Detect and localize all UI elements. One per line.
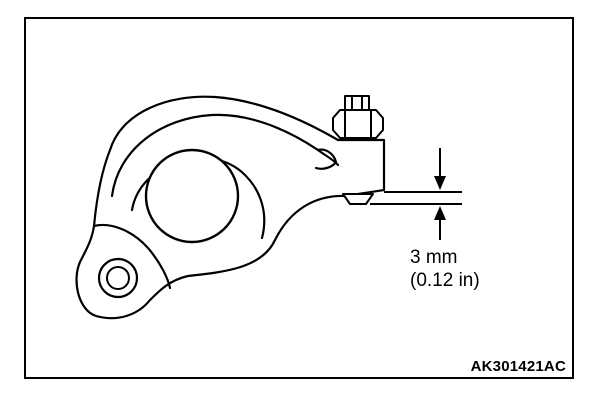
clearance-value-metric: 3 mm <box>410 247 458 268</box>
figure-frame <box>24 17 574 379</box>
adjuster-nut <box>332 109 384 139</box>
dimension-arrow-head-up <box>434 206 446 220</box>
rocker-arm-rib <box>110 113 340 198</box>
adjuster-screw-top <box>344 95 370 111</box>
clearance-value-imperial: (0.12 in) <box>410 270 480 291</box>
adjuster-neck <box>314 148 338 170</box>
rocker-arm-body <box>75 95 386 320</box>
pivot-inner-ring <box>106 266 130 290</box>
pivot-outer-ring <box>97 257 139 299</box>
dimension-arrow-head-down <box>434 176 446 190</box>
adjuster-screw-tip <box>342 193 374 205</box>
pivot-pad-curve <box>92 223 172 290</box>
shaft-bore <box>144 148 240 244</box>
figure-code: AK301421AC <box>470 358 566 375</box>
